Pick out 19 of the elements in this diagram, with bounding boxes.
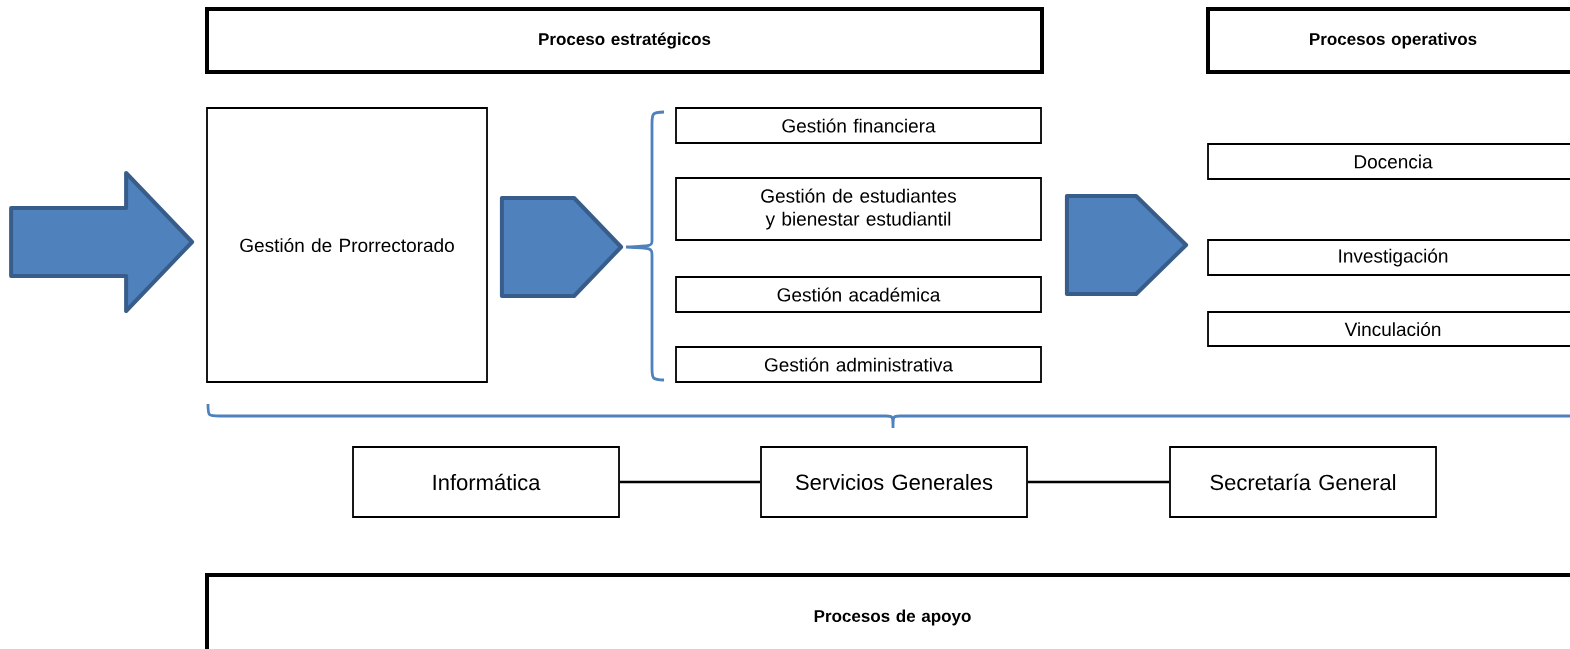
process-box: Vinculación <box>1207 311 1570 347</box>
connector-line <box>1027 480 1170 484</box>
process-box: Gestión financiera <box>675 107 1042 144</box>
process-box: Investigación <box>1207 239 1570 276</box>
process-box: Secretaría General <box>1169 446 1437 518</box>
process-box: Docencia <box>1207 143 1570 180</box>
process-box: Gestión administrativa <box>675 346 1042 383</box>
process-box: Servicios Generales <box>760 446 1028 518</box>
chevron-arrow <box>499 196 624 298</box>
process-box: Gestión de estudiantes y bienestar estudiantil <box>675 177 1042 241</box>
header-box: Proceso estratégicos <box>205 7 1044 74</box>
process-box: Gestión académica <box>675 276 1042 313</box>
chevron-arrow <box>1064 194 1189 296</box>
block-arrow <box>9 171 195 313</box>
header-box: Procesos de apoyo <box>205 573 1570 649</box>
header-box: Procesos operativos <box>1206 7 1570 74</box>
connector-line <box>619 480 761 484</box>
process-box: Gestión de Prorrectorado <box>206 107 488 383</box>
process-box: Informática <box>352 446 620 518</box>
